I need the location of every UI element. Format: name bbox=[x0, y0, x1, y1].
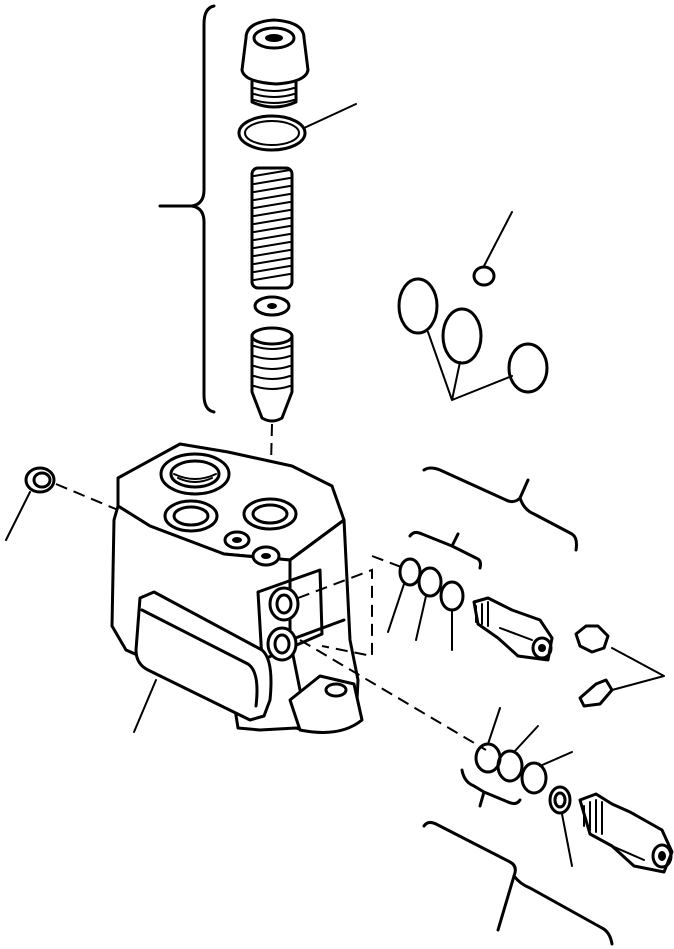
bracket-upper-right bbox=[422, 466, 578, 552]
clip-parts bbox=[574, 624, 665, 708]
seal-rings-lower bbox=[474, 707, 573, 795]
relief-cartridge-upper bbox=[472, 596, 554, 662]
valve-block bbox=[110, 442, 364, 734]
leader-line bbox=[303, 103, 357, 129]
side-port-upper bbox=[268, 586, 300, 622]
bracket-lower-right bbox=[422, 820, 614, 946]
poppet bbox=[250, 326, 294, 423]
bracket-lower-seals bbox=[460, 768, 522, 808]
washer-lower bbox=[548, 785, 573, 867]
top-valve-assembly bbox=[237, 18, 357, 506]
o-ring-group-upper bbox=[397, 211, 549, 401]
bracket-small-seals bbox=[408, 530, 482, 570]
assembly-bracket-left bbox=[158, 4, 216, 414]
valve-cap bbox=[240, 18, 310, 109]
seal-rings-upper bbox=[387, 557, 465, 651]
left-plug bbox=[5, 466, 119, 541]
cap-o-ring bbox=[237, 114, 307, 152]
spring-seat-disc bbox=[253, 295, 291, 317]
valve-spring bbox=[250, 166, 294, 290]
side-port-lower bbox=[266, 626, 298, 662]
relief-cartridge-lower bbox=[578, 792, 674, 874]
